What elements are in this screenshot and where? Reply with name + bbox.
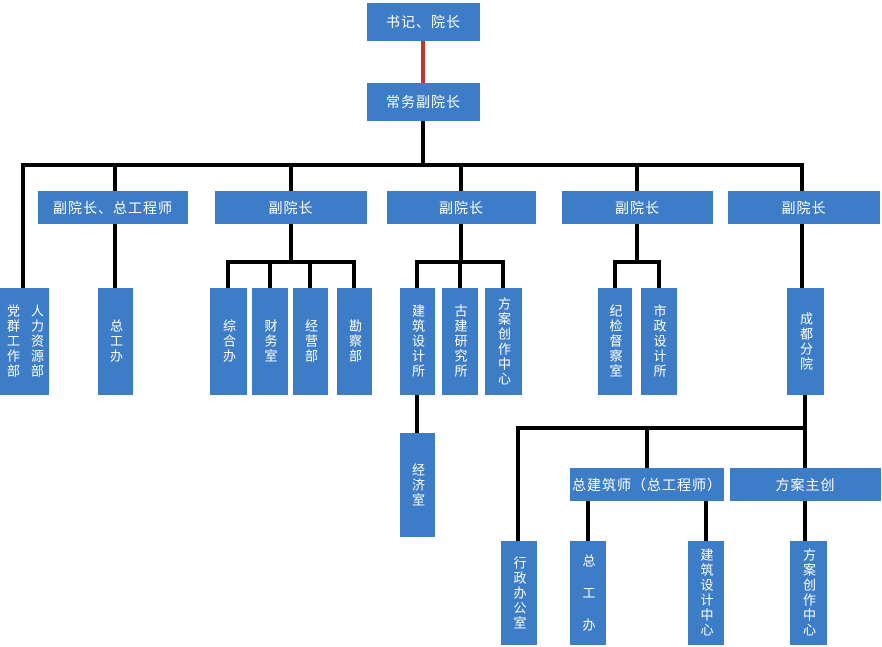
org-node-discipline-inspection-office[interactable]: 纪检督察室 [598,288,632,395]
org-node-vice-dean-4[interactable]: 副院长 [728,191,880,224]
connector-drop-arch-design-inst [415,260,419,288]
org-node-scheme-creation-center-chengdu[interactable]: 方案创作中心 [790,541,827,645]
connector-drop-finance [268,260,272,288]
org-node-vice-dean-2[interactable]: 副院长 [387,191,536,224]
org-node-municipal-design-institute[interactable]: 市政设计所 [641,288,677,395]
org-node-finance-office[interactable]: 财务室 [252,288,288,395]
connector-main-horizontal [21,163,804,167]
connector-drop-scheme-center-chengdu [803,500,807,541]
connector-drop-ancient-arch [458,260,462,288]
org-node-vice-dean-3[interactable]: 副院长 [562,191,713,224]
org-node-chengdu-branch[interactable]: 成都分院 [787,288,824,395]
org-node-party-mass-work-dept: 党群工作部 [5,304,20,379]
connector-root-to-exec [421,41,425,83]
connector-vd1-down [289,224,293,264]
connector-exec-down [421,121,425,167]
connector-drop-chief-architect [645,426,649,468]
org-node-executive-vice-dean[interactable]: 常务副院长 [367,83,480,121]
org-node-chief-engineer-office[interactable]: 总工办 [98,288,133,395]
org-node-chief-architect[interactable]: 总建筑师（总工程师） [570,468,724,501]
connector-drop-operations [308,260,312,288]
connector-drop-vd3 [635,163,639,191]
org-node-secretary-dean[interactable]: 书记、院长 [367,3,480,41]
connector-drop-admin-office [516,426,520,541]
org-node-chengdu-chief-engineer-office[interactable]: 总 工 办 [570,541,606,645]
connector-drop-vd2 [459,163,463,191]
connector-drop-vd-chief-eng [113,163,117,191]
connector-chengdu-horizontal [516,426,807,430]
org-node-vice-dean-chief-engineer[interactable]: 副院长、总工程师 [38,191,188,224]
org-node-party-mass-and-hr[interactable]: 党群工作部 人力资源部 [0,288,49,395]
connector-drop-discipline [613,260,617,288]
org-node-scheme-creation-center[interactable]: 方案创作中心 [485,288,522,395]
connector-drop-survey [352,260,356,288]
org-node-general-affairs-office[interactable]: 综合办 [210,288,247,395]
connector-drop-vd1 [289,163,293,191]
connector-vd2-down [459,224,463,264]
org-node-ancient-architecture-institute[interactable]: 古建研究所 [442,288,478,395]
connector-drop-party-hr [21,163,25,288]
connector-vd4-to-chengdu [800,224,804,288]
connector-arch-inst-to-economy [415,395,419,433]
org-node-admin-office[interactable]: 行政办公室 [501,541,537,645]
connector-drop-arch-design-center [704,500,708,541]
connector-vd3-down [635,224,639,264]
org-node-human-resources-dept: 人力资源部 [29,304,44,379]
connector-vd3-horizontal [613,260,661,264]
org-node-scheme-lead[interactable]: 方案主创 [730,468,881,501]
connector-drop-general-affairs [226,260,230,288]
org-node-survey-dept[interactable]: 勘察部 [337,288,372,395]
org-node-operations-dept[interactable]: 经营部 [293,288,328,395]
connector-drop-chengdu-chief-eng [586,500,590,541]
connector-drop-scheme-center [501,260,505,288]
connector-drop-municipal [657,260,661,288]
connector-chengdu-down [803,395,807,468]
connector-vd-chief-eng-to-office [113,224,117,288]
org-node-vice-dean-1[interactable]: 副院长 [215,191,367,224]
org-node-economy-office[interactable]: 经济室 [400,433,435,537]
org-node-architectural-design-center[interactable]: 建筑设计中心 [688,541,724,645]
connector-drop-vd4 [800,163,804,191]
connector-vd1-horizontal [226,260,356,264]
org-node-architectural-design-institute[interactable]: 建筑设计所 [400,288,435,395]
